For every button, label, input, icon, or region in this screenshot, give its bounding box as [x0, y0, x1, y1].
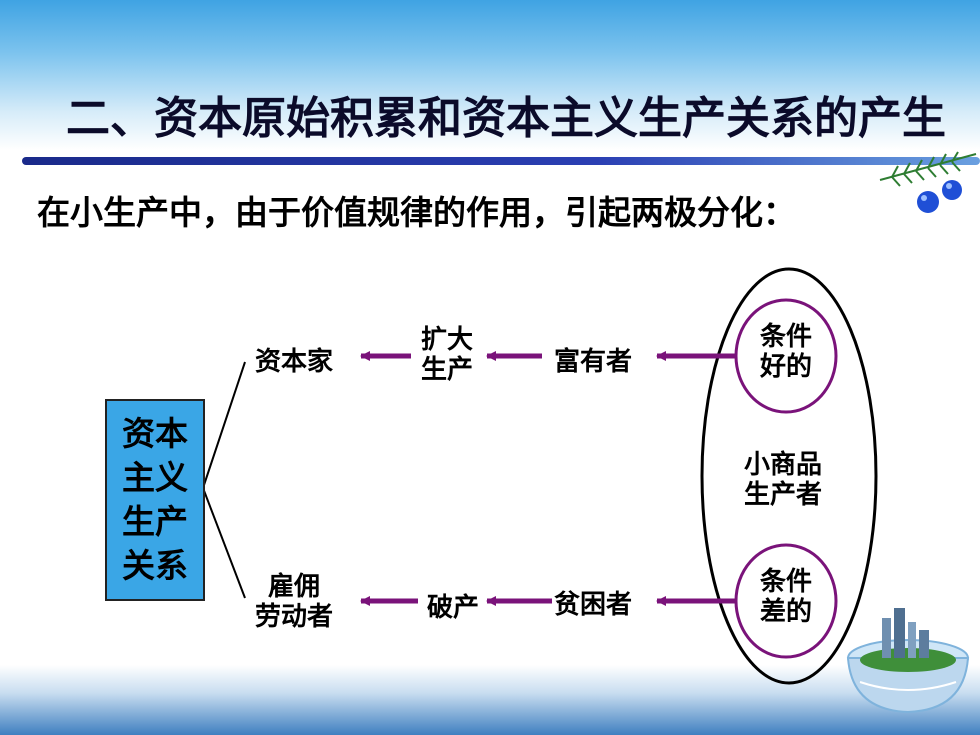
good-line-2: 好的 [759, 352, 812, 382]
title-underline [22, 157, 980, 165]
slide-title: 二、资本原始积累和资本主义生产关系的产生 [66, 93, 946, 144]
city-globe-icon [846, 608, 970, 714]
footer-gradient [0, 665, 980, 735]
root-line-4: 关系 [122, 546, 188, 585]
slide-subtitle: 在小生产中，由于价值规律的作用，引起两极分化： [37, 193, 796, 232]
poor-line-2: 差的 [759, 597, 812, 627]
expand-line-1: 扩大 [420, 325, 473, 355]
center-line-2: 生产者 [743, 480, 822, 510]
expand-production-label: 扩大 生产 [414, 325, 480, 385]
poor-label: 贫困者 [553, 590, 632, 620]
worker-line-1: 雇佣 [267, 572, 320, 602]
root-line-1: 资本 [122, 414, 188, 453]
rich-label: 富有者 [553, 347, 632, 377]
lower-branch-line [202, 487, 246, 599]
worker-line-2: 劳动者 [254, 602, 333, 632]
root-line-2: 主义 [122, 458, 188, 497]
small-producer-label: 小商品 生产者 [728, 450, 838, 510]
expand-line-2: 生产 [420, 355, 473, 385]
wage-worker-label: 雇佣 劳动者 [238, 572, 350, 632]
poor-line-1: 条件 [759, 567, 812, 597]
pine-ornament-icon [879, 151, 977, 213]
producer-oval [700, 267, 878, 685]
good-line-1: 条件 [759, 322, 812, 352]
upper-branch-line [202, 361, 246, 489]
capitalist-label: 资本家 [254, 347, 333, 377]
header-gradient [0, 0, 980, 150]
poor-condition-label: 条件 差的 [751, 567, 821, 627]
center-line-1: 小商品 [743, 450, 822, 480]
bankrupt-label: 破产 [426, 593, 479, 623]
root-line-3: 生产 [122, 502, 188, 541]
capitalist-relation-box: 资本 主义 生产 关系 [105, 399, 205, 601]
good-condition-label: 条件 好的 [751, 322, 821, 382]
